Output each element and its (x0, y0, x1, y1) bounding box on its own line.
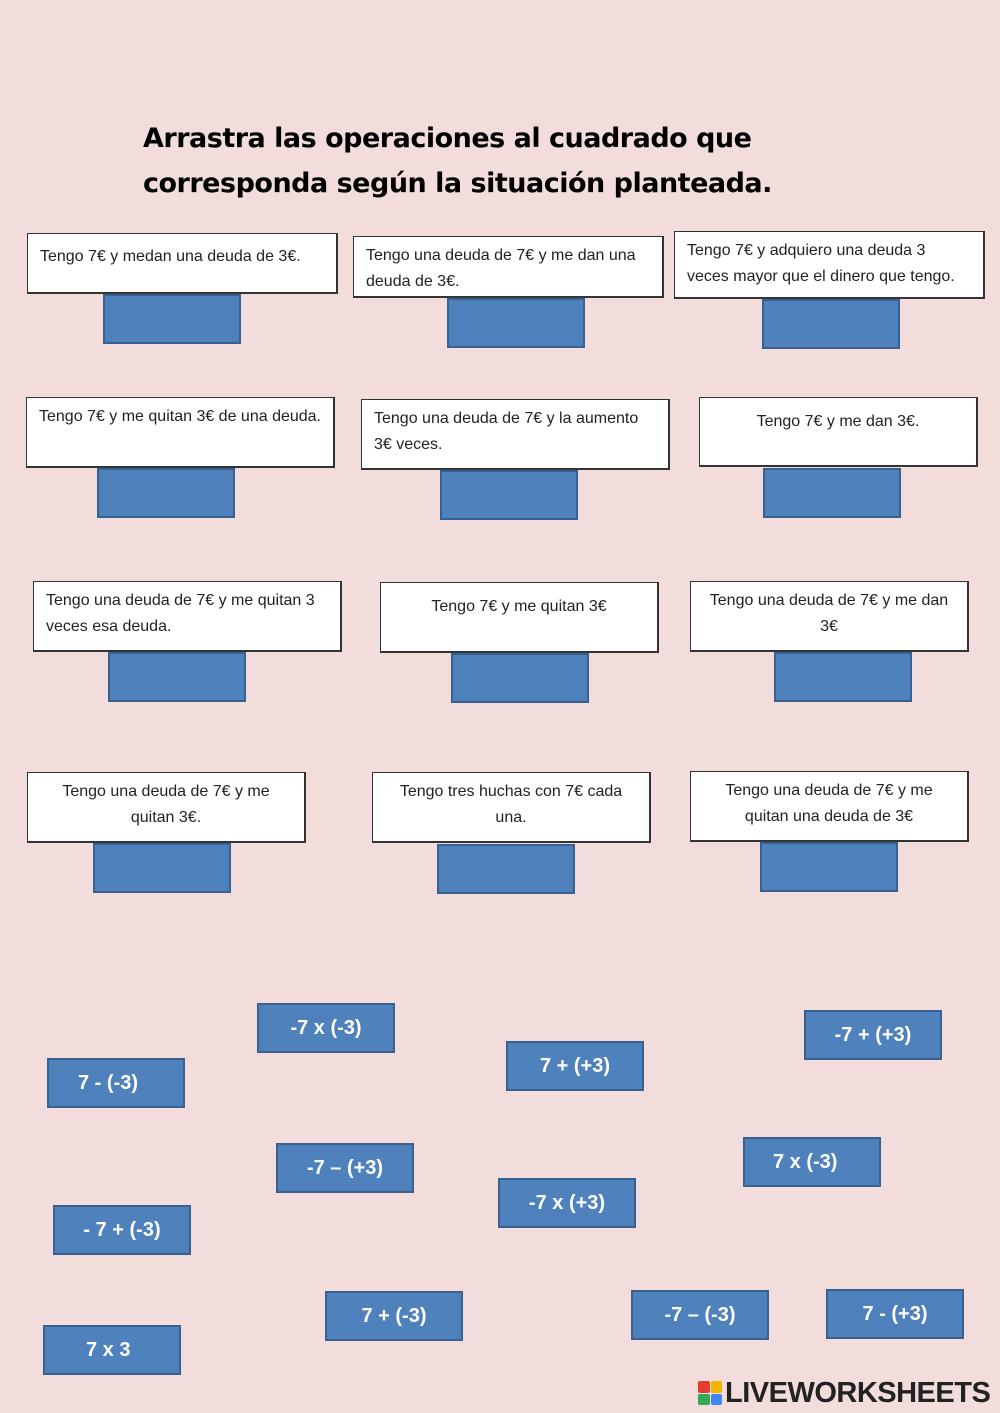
situation-card-1: Tengo 7€ y medan una deuda de 3€. (27, 233, 338, 294)
situation-card-11: Tengo tres huchas con 7€ cada una. (372, 772, 651, 843)
logo-mark-cell (698, 1393, 710, 1405)
drop-slot-4[interactable] (97, 468, 235, 518)
operation-chip[interactable]: 7 - (+3) (826, 1289, 964, 1339)
drop-slot-3[interactable] (762, 299, 900, 349)
operation-chip[interactable]: 7 x 3 (43, 1325, 181, 1375)
situation-card-3: Tengo 7€ y adquiero una deuda 3 veces ma… (674, 231, 985, 299)
logo-mark-cell (710, 1381, 722, 1393)
drop-slot-12[interactable] (760, 842, 898, 892)
operation-chip[interactable]: 7 x (-3) (743, 1137, 881, 1187)
drop-slot-1[interactable] (103, 294, 241, 344)
drop-slot-8[interactable] (451, 653, 589, 703)
operation-chip[interactable]: -7 x (+3) (498, 1178, 636, 1228)
operation-chip[interactable]: 7 + (+3) (506, 1041, 644, 1091)
logo-mark-cell (698, 1381, 710, 1393)
drop-slot-11[interactable] (437, 844, 575, 894)
logo-text: LIVEWORKSHEETS (725, 1376, 991, 1409)
instructions-line-1: Arrastra las operaciones al cuadrado que (143, 123, 752, 154)
situation-card-9: Tengo una deuda de 7€ y me dan 3€ (690, 581, 969, 652)
situation-card-12: Tengo una deuda de 7€ y me quitan una de… (690, 771, 969, 842)
situation-card-4: Tengo 7€ y me quitan 3€ de una deuda. (26, 397, 335, 468)
situation-card-5: Tengo una deuda de 7€ y la aumento 3€ ve… (361, 399, 670, 470)
situation-card-7: Tengo una deuda de 7€ y me quitan 3 vece… (33, 581, 342, 652)
logo-mark-cell (710, 1393, 722, 1405)
operation-chip[interactable]: 7 - (-3) (47, 1058, 185, 1108)
drop-slot-6[interactable] (763, 468, 901, 518)
drop-slot-5[interactable] (440, 470, 578, 520)
operation-chip[interactable]: 7 + (-3) (325, 1291, 463, 1341)
operation-chip[interactable]: -7 x (-3) (257, 1003, 395, 1053)
situation-card-10: Tengo una deuda de 7€ y me quitan 3€. (27, 772, 306, 843)
operation-chip[interactable]: - 7 + (-3) (53, 1205, 191, 1255)
drop-slot-10[interactable] (93, 843, 231, 893)
situation-card-8: Tengo 7€ y me quitan 3€ (380, 582, 659, 653)
operation-chip[interactable]: -7 + (+3) (804, 1010, 942, 1060)
drop-slot-7[interactable] (108, 652, 246, 702)
drop-slot-2[interactable] (447, 298, 585, 348)
instructions-title: Arrastra las operaciones al cuadrado que… (143, 116, 843, 206)
instructions-line-2: corresponda según la situación planteada… (143, 168, 772, 199)
liveworksheets-logo-icon (698, 1381, 722, 1405)
operation-chip[interactable]: -7 – (+3) (276, 1143, 414, 1193)
situation-card-2: Tengo una deuda de 7€ y me dan una deuda… (353, 236, 664, 298)
liveworksheets-logo: LIVEWORKSHEETS (698, 1376, 991, 1410)
drop-slot-9[interactable] (774, 652, 912, 702)
situation-card-6: Tengo 7€ y me dan 3€. (699, 397, 978, 467)
operation-chip[interactable]: -7 – (-3) (631, 1290, 769, 1340)
